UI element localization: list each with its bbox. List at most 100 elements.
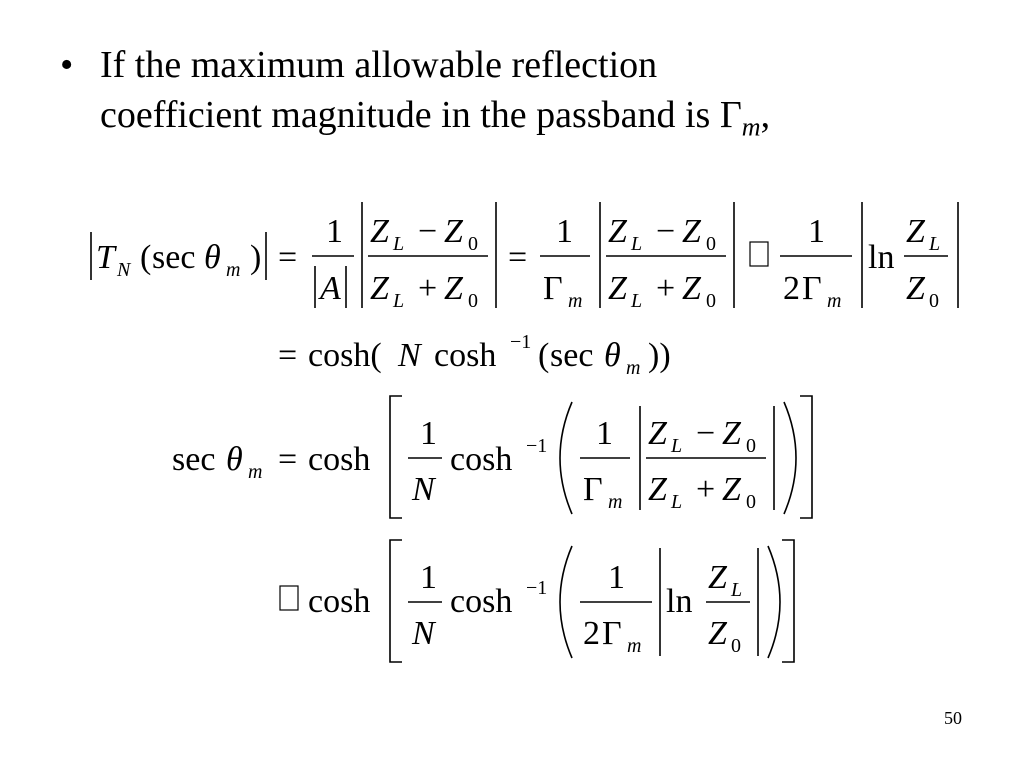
eq1-Z0-num: Z xyxy=(444,213,464,250)
eq3-cosh-inv: cosh xyxy=(450,441,512,478)
eq1-ZL-num-sub: L xyxy=(392,233,404,255)
eq1-plus-2: + xyxy=(656,270,675,307)
eq1-Z0-num-2-sub: 0 xyxy=(706,233,716,255)
eq3-sec: sec xyxy=(172,441,215,478)
eq3-Z0-num-sub: 0 xyxy=(746,435,756,457)
eq3-frac-N-den: N xyxy=(411,471,437,508)
eq2-cosh-open: cosh( xyxy=(308,337,382,374)
bullet-dot: • xyxy=(60,44,74,86)
eq1-ZL-num-2-sub: L xyxy=(630,233,642,255)
eq1-ln-ZL: Z xyxy=(906,213,926,250)
eq3-inverse: −1 xyxy=(526,435,547,457)
eq1-ZL-den-sub: L xyxy=(392,290,404,312)
eq1-plus: + xyxy=(418,270,437,307)
eq4-frac-G-two: 2 xyxy=(583,615,600,652)
eq3-theta: θ xyxy=(226,441,243,478)
eq4-bracket-left xyxy=(389,539,402,663)
eq3-plus: + xyxy=(696,471,715,508)
eq4-frac-G-gamma-sub: m xyxy=(627,635,641,657)
eq3-ZL-num: Z xyxy=(648,415,668,452)
eq1-minus-2: − xyxy=(656,213,675,250)
eq1-close-paren: ) xyxy=(250,239,261,276)
eq1-equals-1: = xyxy=(278,239,297,276)
eq4-paren-right xyxy=(767,545,781,659)
eq1-T-sub-N: N xyxy=(116,259,132,281)
eq1-ln-ZL-sub: L xyxy=(928,233,940,255)
eq3-frac-G-gamma-sub: m xyxy=(608,491,622,513)
eq1-frac5-gamma: Γ xyxy=(802,270,822,307)
eq1-T: T xyxy=(96,239,117,276)
gamma-subscript: m xyxy=(741,112,761,142)
eq3-paren-left xyxy=(559,401,573,515)
bullet-line-2-text: coefficient magnitude in the passband is xyxy=(100,94,720,136)
eq1-A: A xyxy=(318,270,341,307)
eq3-bracket-right xyxy=(800,395,813,519)
eq3-ZL-den: Z xyxy=(648,471,668,508)
eq2-cosh: cosh xyxy=(434,337,496,374)
equation-1: T N ( sec θ m ) = 1 A Z L − Z 0 Z L + Z … xyxy=(90,202,959,312)
eq3-Z0-den-sub: 0 xyxy=(746,491,756,513)
eq1-Z0-den-2: Z xyxy=(682,270,702,307)
eq3-frac-G-gamma: Γ xyxy=(583,471,603,508)
eq1-sec: sec xyxy=(152,239,195,276)
eq1-ZL-num: Z xyxy=(370,213,390,250)
eq2-N: N xyxy=(397,337,423,374)
eq3-frac-N-num: 1 xyxy=(420,415,437,452)
equation-2: = cosh( N cosh −1 ( sec θ m )) xyxy=(278,331,671,379)
eq1-theta: θ xyxy=(204,239,221,276)
eq4-ln-Z0: Z xyxy=(708,615,728,652)
eq1-ln-Z0-sub: 0 xyxy=(929,290,939,312)
approx-glyph-box-1 xyxy=(749,241,769,267)
eq1-equals-2: = xyxy=(508,239,527,276)
eq2-theta-sub: m xyxy=(626,357,640,379)
eq4-frac-N-num: 1 xyxy=(420,559,437,596)
eq1-frac3-num: 1 xyxy=(556,213,573,250)
eq1-frac5-two: 2 xyxy=(783,270,800,307)
gamma-symbol: Γ xyxy=(719,94,742,136)
eq1-ZL-den: Z xyxy=(370,270,390,307)
eq4-cosh: cosh xyxy=(308,583,370,620)
bullet-line-2: coefficient magnitude in the passband is… xyxy=(100,90,940,153)
eq1-open-paren: ( xyxy=(140,239,151,276)
eq1-theta-sub: m xyxy=(226,259,240,281)
eq3-ZL-den-sub: L xyxy=(670,491,682,513)
eq4-paren-left xyxy=(559,545,573,659)
eq1-ln: ln xyxy=(868,239,894,276)
approx-glyph-box-2 xyxy=(279,585,299,611)
eq4-inverse: −1 xyxy=(526,577,547,599)
eq4-bracket-right xyxy=(782,539,795,663)
eq1-frac5-gamma-sub: m xyxy=(827,290,841,312)
eq4-frac-G-gamma: Γ xyxy=(602,615,622,652)
eq1-Z0-num-2: Z xyxy=(682,213,702,250)
eq1-ln-Z0: Z xyxy=(906,270,926,307)
equation-4: cosh 1 N cosh −1 1 2 Γ m ln Z L Z 0 xyxy=(279,539,795,663)
eq1-frac1-num: 1 xyxy=(326,213,343,250)
bullet-comma: , xyxy=(760,94,771,136)
eq1-ZL-den-2-sub: L xyxy=(630,290,642,312)
eq3-minus: − xyxy=(696,415,715,452)
eq1-ZL-num-2: Z xyxy=(608,213,628,250)
bullet-text: If the maximum allowable reflection coef… xyxy=(100,40,940,153)
eq1-frac5-num: 1 xyxy=(808,213,825,250)
eq1-gamma-sub: m xyxy=(568,290,582,312)
eq3-Z0-num: Z xyxy=(722,415,742,452)
eq4-ln-Z0-sub: 0 xyxy=(731,635,741,657)
eq2-equals: = xyxy=(278,337,297,374)
eq4-frac-G-num: 1 xyxy=(608,559,625,596)
eq1-Z0-den-sub: 0 xyxy=(468,290,478,312)
eq3-cosh: cosh xyxy=(308,441,370,478)
equation-3: sec θ m = cosh 1 N cosh −1 1 Γ m Z L − Z… xyxy=(172,395,813,519)
eq4-ln-ZL-sub: L xyxy=(730,579,742,601)
eq3-bracket-left xyxy=(389,395,402,519)
eq4-ln-ZL: Z xyxy=(708,559,728,596)
eq1-minus: − xyxy=(418,213,437,250)
eq3-ZL-num-sub: L xyxy=(670,435,682,457)
eq2-inverse: −1 xyxy=(510,331,531,353)
eq4-cosh-inv: cosh xyxy=(450,583,512,620)
eq3-frac-G-num: 1 xyxy=(596,415,613,452)
page-number: 50 xyxy=(944,708,962,728)
eq1-ZL-den-2: Z xyxy=(608,270,628,307)
eq1-gamma: Γ xyxy=(543,270,563,307)
eq1-Z0-den: Z xyxy=(444,270,464,307)
